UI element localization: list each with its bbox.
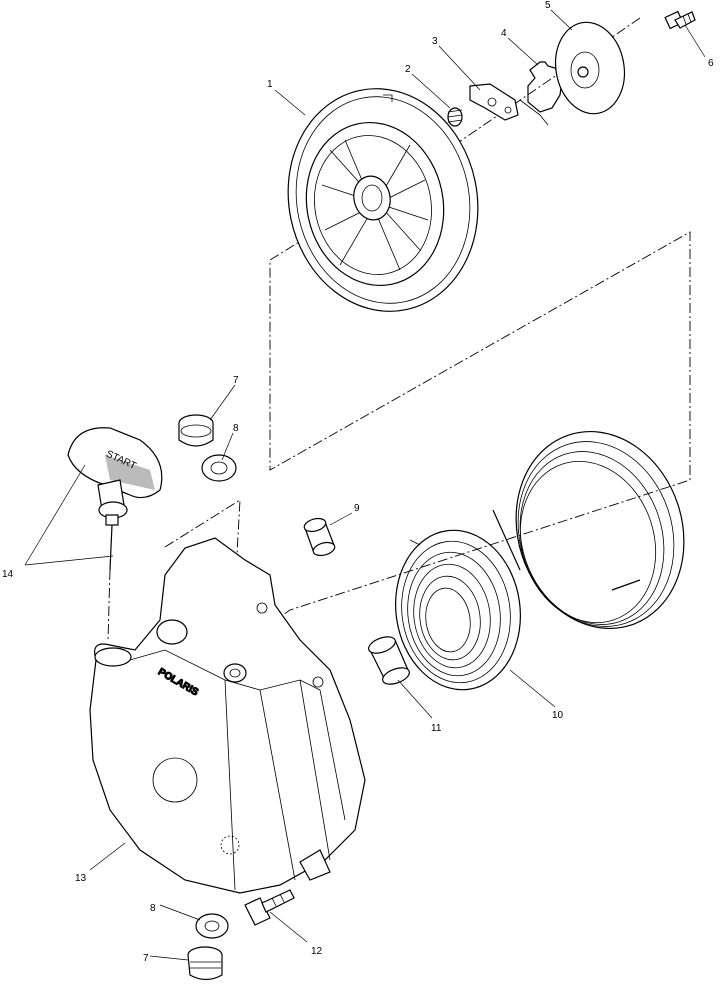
callout-13: 13 (75, 873, 87, 884)
callout-2: 2 (405, 64, 411, 75)
callout-7: 7 (233, 375, 239, 386)
lower-bushing (368, 636, 410, 685)
callout-7-lower: 7 (143, 953, 149, 964)
friction-spring (519, 61, 563, 126)
callout-10: 10 (552, 710, 564, 721)
callout-3: 3 (432, 36, 438, 47)
callout-14: 14 (2, 569, 14, 580)
callout-11: 11 (431, 723, 442, 734)
leader-lines (24, 9, 706, 961)
rope-pulley (287, 88, 479, 312)
callout-4: 4 (501, 28, 507, 39)
callout-8-lower: 8 (150, 903, 156, 914)
callout-9: 9 (354, 503, 360, 514)
callout-8-upper: 8 (233, 423, 239, 434)
callout-6: 6 (708, 58, 714, 69)
spring-case-ring (515, 430, 685, 630)
washer-lower (195, 913, 229, 939)
bushing (303, 517, 336, 557)
pawl-spring (447, 107, 463, 127)
mounting-bolt (244, 889, 295, 926)
pawl (469, 83, 519, 121)
callout-1: 1 (267, 79, 273, 90)
recoil-spring (395, 509, 521, 691)
callout-5: 5 (545, 0, 551, 11)
callout-labels: 1 2 3 4 5 6 7 8 9 10 11 12 13 14 8 7 (2, 0, 714, 964)
center-bolt (664, 10, 696, 30)
washer-upper (201, 454, 237, 482)
starter-handle: START (67, 427, 163, 641)
friction-plate (554, 21, 626, 115)
starter-housing: POLARIS (89, 537, 366, 894)
plug-cap-upper (178, 414, 214, 447)
plug-cap-lower (187, 946, 223, 981)
callout-12: 12 (311, 946, 323, 957)
